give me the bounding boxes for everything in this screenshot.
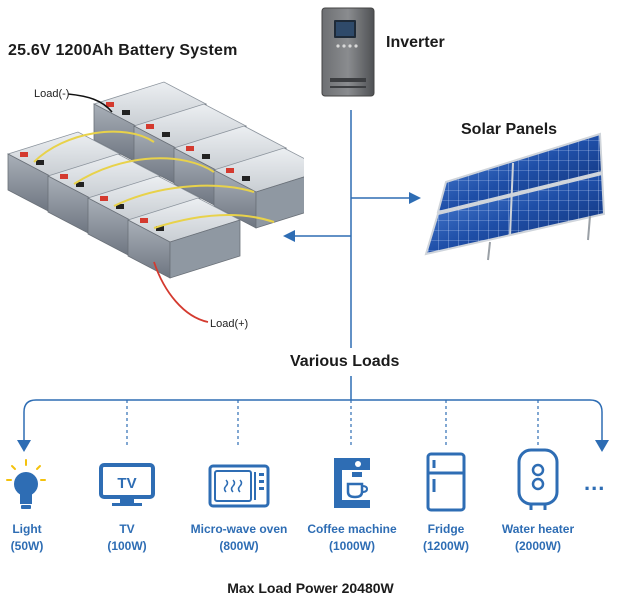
tv-icon: TV <box>99 463 155 506</box>
tv-icon-text: TV <box>117 475 136 492</box>
microwave-icon <box>208 464 270 508</box>
fridge-icon <box>426 452 466 512</box>
appliance-power: (1200W) <box>422 539 469 553</box>
battery-system-title: 25.6V 1200Ah Battery System <box>8 42 238 59</box>
appliance-name: Light <box>12 522 42 536</box>
water-heater-icon <box>517 448 559 510</box>
load-negative-label: Load(-) <box>34 88 70 100</box>
max-load-power: Max Load Power 20480W <box>227 580 394 596</box>
inverter-label: Inverter <box>386 34 445 51</box>
appliance-light: Light (50W) <box>0 521 87 555</box>
solar-panels-label: Solar Panels <box>461 121 558 138</box>
appliance-name: Water heater <box>501 522 575 536</box>
appliance-name: TV <box>119 522 135 536</box>
appliance-power: (50W) <box>10 539 44 553</box>
appliance-water-heater: Water heater (2000W) <box>478 521 598 555</box>
appliance-tv: TV (100W) <box>67 521 187 555</box>
appliance-power: (800W) <box>219 539 259 553</box>
load-positive-label: Load(+) <box>210 318 249 330</box>
battery-bank-image <box>7 81 304 323</box>
solar-panels-image <box>424 132 606 261</box>
appliance-power: (100W) <box>107 539 147 553</box>
load-bus <box>23 399 603 446</box>
right-bus-arrow <box>595 440 609 452</box>
appliance-fridge: Fridge (1200W) <box>386 521 506 555</box>
appliance-name: Fridge <box>427 522 465 536</box>
light-bulb-icon <box>6 459 46 509</box>
left-bus-arrow <box>17 440 31 452</box>
coffee-machine-icon <box>334 458 370 508</box>
more-indicator: ... <box>584 470 606 495</box>
appliance-power: (1000W) <box>328 539 375 553</box>
appliance-name: Micro-wave oven <box>190 522 288 536</box>
various-loads-label: Various Loads <box>290 353 400 370</box>
inverter-icon <box>321 7 375 97</box>
appliance-microwave: Micro-wave oven (800W) <box>179 521 299 555</box>
appliance-coffee-machine: Coffee machine (1000W) <box>292 521 412 555</box>
appliance-name: Coffee machine <box>307 522 397 536</box>
appliance-power: (2000W) <box>514 539 561 553</box>
